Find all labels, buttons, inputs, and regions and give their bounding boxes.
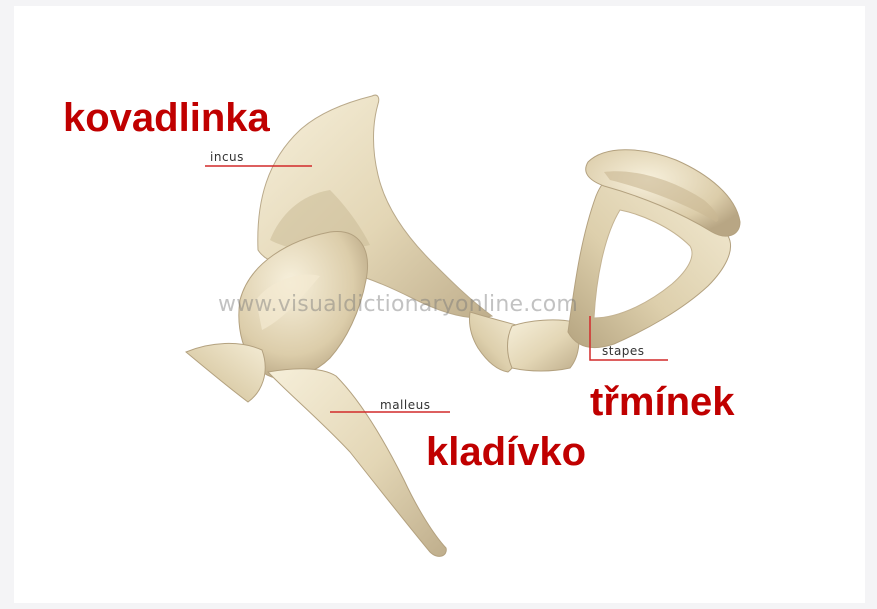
watermark-text: www.visualdictionaryonline.com [218,292,578,317]
malleus-english-label: malleus [380,398,430,412]
stapes-czech-label: třmínek [590,382,735,422]
incus-english-label: incus [210,150,244,164]
incus-czech-label: kovadlinka [63,98,270,138]
malleus-czech-label: kladívko [426,432,586,472]
stapes-english-label: stapes [602,344,645,358]
stapes-bone [508,150,741,371]
